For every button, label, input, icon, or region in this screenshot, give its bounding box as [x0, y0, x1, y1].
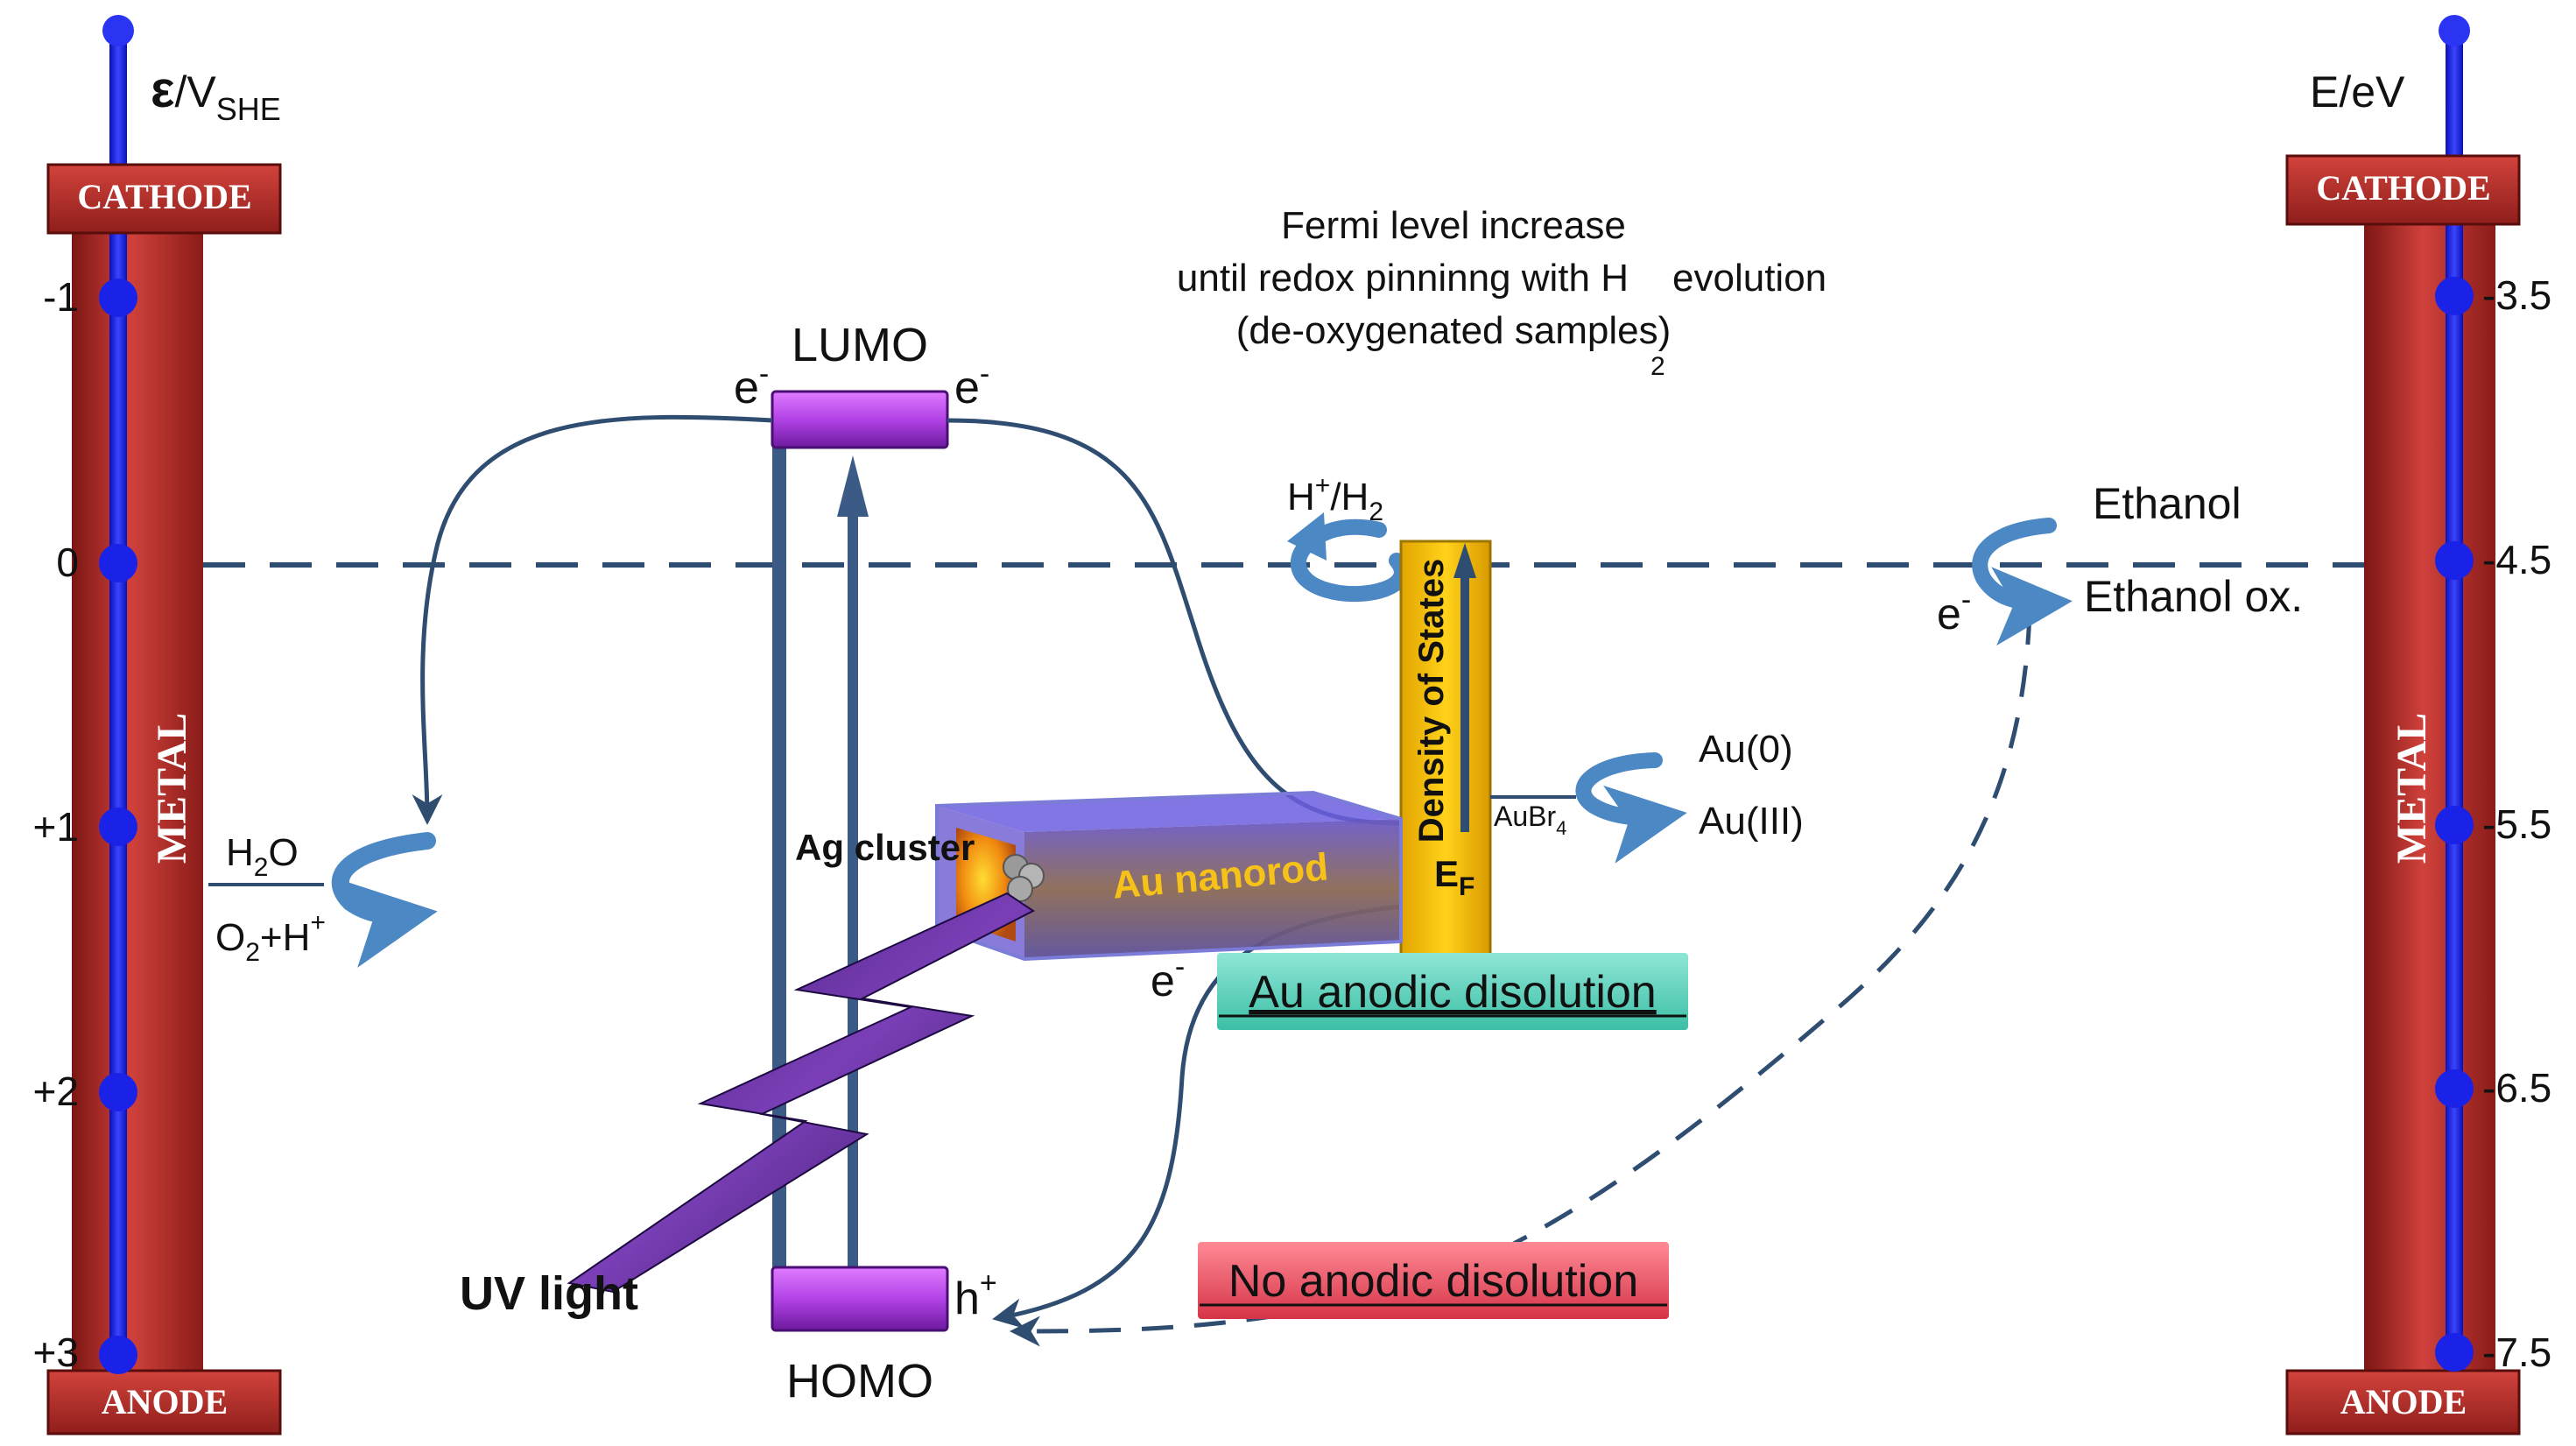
- dos-label: Density of States: [1412, 559, 1451, 843]
- annotation-line3: (de-oxygenated samples): [1236, 309, 1671, 352]
- gold-curl-arrow: [1575, 752, 1687, 864]
- dos-bar: [1399, 540, 1492, 956]
- right-scale: CATHODE ANODE METAL -3.5 -4.5 -5.5 -6.5 …: [2285, 15, 2551, 1435]
- left-cathode-cap: [46, 163, 282, 235]
- annotation-line1: Fermi level increase: [1281, 204, 1626, 247]
- homo-label: HOMO: [786, 1355, 933, 1407]
- dos-arrow-head: [1453, 543, 1476, 578]
- vertical-bar-right: [848, 490, 858, 1279]
- ethanol-ox-label: Ethanol ox.: [2084, 572, 2303, 621]
- right-anode-cap: [2285, 1369, 2521, 1435]
- excitation-arrow-head: [837, 455, 869, 517]
- right-tick-dot: [2435, 277, 2474, 315]
- au0-label: Au(0): [1699, 728, 1793, 771]
- right-axis-top-knob: [2439, 15, 2470, 46]
- right-axis-title: E/eV: [2310, 67, 2405, 116]
- rod-electron: e-: [1151, 950, 1185, 1005]
- annotation-line2-end: evolution: [1672, 257, 1826, 300]
- o2-label: O2+H+: [215, 908, 326, 967]
- uv-light-label: UV light: [460, 1267, 638, 1320]
- no-anodic-label: No anodic disolution: [1228, 1256, 1638, 1307]
- au-anodic-box: [1217, 953, 1688, 1030]
- left-axis-sub: SHE: [216, 91, 281, 127]
- aubr4-label: AuBr4: [1494, 801, 1566, 839]
- au3-label: Au(III): [1699, 800, 1804, 843]
- ethanol-electron: e-: [1937, 583, 1971, 638]
- h-h2-label: H+/H2: [1287, 471, 1383, 526]
- right-tick-label: -3.5: [2482, 272, 2551, 318]
- right-tick-dot: [2435, 541, 2474, 580]
- au-nanorod: Au nanorod Ag cluster: [795, 790, 1403, 962]
- left-anode-label: ANODE: [102, 1382, 228, 1421]
- right-tick-dot: [2435, 806, 2474, 844]
- au-anodic-label: Au anodic disolution: [1249, 967, 1656, 1018]
- left-scale: CATHODE ANODE METAL -1 0 +1 +2 +3 ε/VSHE: [33, 15, 282, 1435]
- density-of-states: Density of States EF AuBr4 Au(0) Au(III): [1399, 540, 1804, 956]
- h2o-label: H2O: [226, 831, 299, 882]
- nanorod-side-face: [1024, 819, 1401, 959]
- fermi-annotation: Fermi level increase until redox pinninn…: [1177, 204, 1826, 381]
- left-axis-top-knob: [102, 15, 134, 46]
- electron-path-to-water: [412, 414, 773, 825]
- right-metal-label: METAL: [2389, 713, 2435, 864]
- dos-arrow-shaft: [1460, 569, 1469, 832]
- left-tick-dot: [99, 1073, 137, 1111]
- left-axis-title: ε/VSHE: [151, 61, 281, 127]
- left-metal-bar: [72, 201, 203, 1384]
- hydrogen-curl-arrow: [1291, 518, 1410, 602]
- ag-cluster-label: Ag cluster: [795, 827, 975, 868]
- lumo-electron-left: e-: [734, 357, 769, 413]
- annotation-line2: until redox pinninng with H: [1177, 257, 1629, 300]
- homo-level: [771, 1266, 949, 1332]
- right-tick-label: -7.5: [2482, 1330, 2551, 1375]
- right-tick-dot: [2435, 1069, 2474, 1108]
- left-tick-dot: [99, 808, 137, 846]
- ethanol-dashed-path: [1010, 612, 2032, 1347]
- left-tick-dot: [99, 544, 137, 582]
- no-anodic-box: [1198, 1242, 1669, 1319]
- right-tick-dot: [2435, 1333, 2474, 1372]
- uv-lightning-bolt: [567, 892, 1035, 1294]
- left-tick-dot: [99, 1336, 137, 1374]
- ethanol-curl-arrow: [1972, 518, 2073, 646]
- right-blue-axis: [2446, 26, 2463, 1358]
- right-anode-label: ANODE: [2340, 1382, 2467, 1421]
- annotation-sub2: 2: [1650, 352, 1665, 381]
- water-oxidation: H2O O2+H+: [208, 831, 438, 968]
- lumo-level: [771, 390, 949, 449]
- hydrogen-curl-head: [1287, 512, 1327, 561]
- lumo-label: LUMO: [792, 319, 928, 371]
- left-axis-symbol: ε: [151, 61, 175, 118]
- left-tick-label: +1: [33, 804, 79, 850]
- left-tick-dot: [99, 279, 137, 317]
- right-tick-label: -6.5: [2482, 1065, 2551, 1111]
- left-tick-label: +3: [33, 1330, 79, 1375]
- ef-label: EF: [1434, 853, 1475, 901]
- left-anode-cap: [46, 1369, 282, 1435]
- right-metal-bar: [2364, 197, 2495, 1388]
- lumo-electron-right: e-: [954, 357, 989, 413]
- left-tick-label: -1: [43, 274, 79, 320]
- ethanol-couple: Ethanol Ethanol ox. e-: [1937, 479, 2303, 646]
- ethanol-label: Ethanol: [2093, 479, 2242, 528]
- left-metal-label: METAL: [149, 713, 195, 864]
- water-curl-arrow: [331, 832, 438, 968]
- left-cathode-label: CATHODE: [77, 177, 251, 216]
- homo-hole: h+: [954, 1266, 997, 1324]
- left-tick-label: 0: [56, 540, 79, 585]
- left-axis-unit: /V: [175, 67, 217, 116]
- right-cathode-label: CATHODE: [2316, 168, 2490, 208]
- left-blue-axis: [109, 26, 127, 1358]
- hydrogen-couple: H+/H2: [1287, 471, 1410, 602]
- left-tick-label: +2: [33, 1069, 79, 1114]
- right-cathode-cap: [2285, 154, 2521, 226]
- right-tick-label: -4.5: [2482, 537, 2551, 582]
- right-tick-label: -5.5: [2482, 801, 2551, 847]
